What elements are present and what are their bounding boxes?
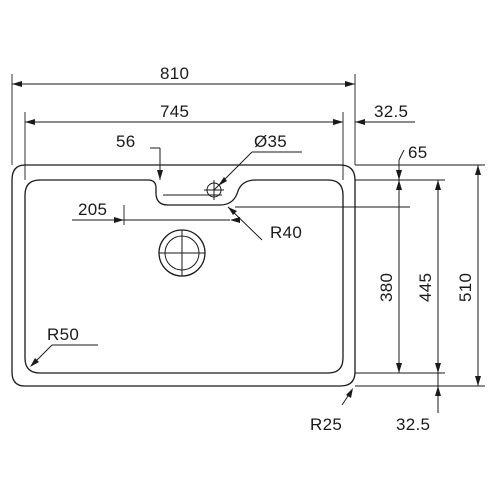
label-445: 445 xyxy=(416,273,435,302)
label-205: 205 xyxy=(78,200,107,219)
dimension-745: 745 xyxy=(24,102,344,180)
dimension-510: 510 xyxy=(456,165,481,386)
dimension-diameter-35: Ø35 xyxy=(213,132,302,191)
dimension-r25: R25 xyxy=(310,388,353,434)
label-r25: R25 xyxy=(310,415,342,434)
dimension-65: 65 xyxy=(355,143,428,181)
dimension-56: 56 xyxy=(116,132,163,180)
label-745: 745 xyxy=(160,102,189,121)
dimension-810: 810 xyxy=(11,64,356,165)
label-810: 810 xyxy=(160,64,189,83)
sink-outer-rim xyxy=(11,164,356,387)
label-r40: R40 xyxy=(270,223,302,242)
dimension-445: 445 xyxy=(416,180,441,373)
label-r50: R50 xyxy=(47,325,79,344)
label-32-5-top: 32.5 xyxy=(374,102,408,121)
label-510: 510 xyxy=(456,273,475,302)
dimension-r40: R40 xyxy=(227,206,410,242)
dimension-380: 380 xyxy=(377,180,402,373)
label-32-5-bottom: 32.5 xyxy=(396,415,430,434)
dimension-bottom-offset: 32.5 xyxy=(396,373,441,434)
sink-bowl-outline xyxy=(24,179,344,374)
label-380: 380 xyxy=(377,273,396,302)
dimension-right-offset: 32.5 xyxy=(322,102,415,125)
label-56: 56 xyxy=(116,132,136,151)
label-diameter-35: Ø35 xyxy=(254,132,287,151)
label-65: 65 xyxy=(408,143,428,162)
dimension-205: 205 xyxy=(72,200,240,225)
drain xyxy=(158,229,206,277)
dimension-r50: R50 xyxy=(30,325,98,367)
